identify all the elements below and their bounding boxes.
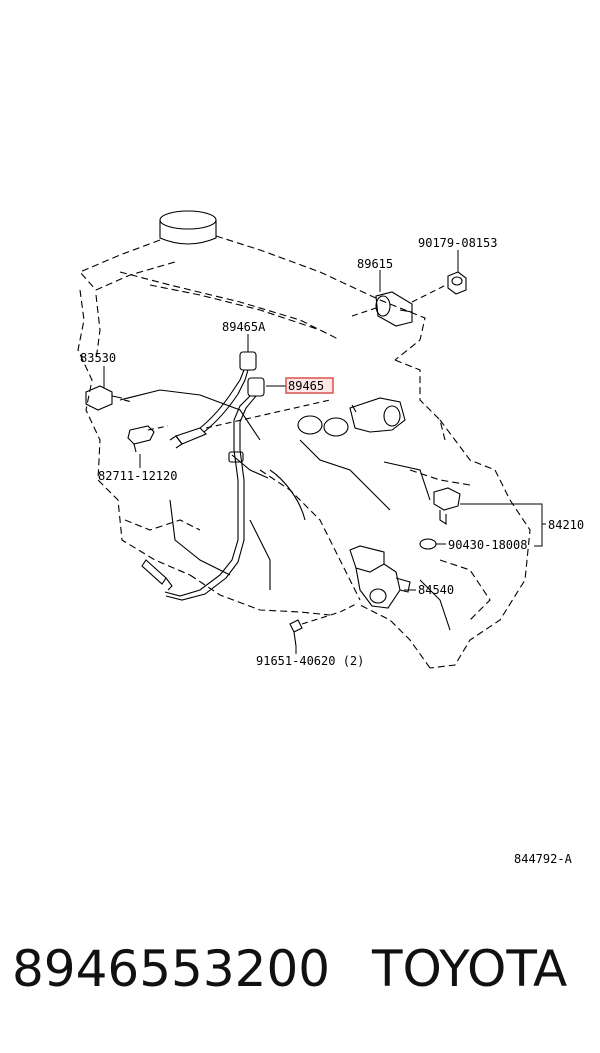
label-91651: 91651-40620 (2)	[256, 654, 364, 668]
label-83530: 83530	[80, 351, 116, 365]
clamp-82711	[127, 425, 155, 453]
leader-90179	[411, 283, 449, 303]
oil-pressure-switch-83530	[85, 385, 123, 411]
brand-name: TOYOTA	[372, 940, 568, 998]
parts-drawings	[85, 271, 467, 647]
label-89465a: 89465A	[222, 320, 266, 334]
leader-89615	[351, 307, 377, 317]
switch-84210	[433, 487, 461, 526]
callout-leaders	[103, 250, 546, 654]
label-82711: 82711-12120	[98, 469, 177, 483]
label-90430: 90430-18008	[448, 538, 527, 552]
leader-83530	[123, 399, 133, 403]
nut-90179	[447, 271, 467, 295]
engine-outline	[77, 210, 531, 669]
sensor-84540	[349, 545, 411, 609]
knock-sensor-89615	[375, 291, 413, 327]
leader-91651	[301, 603, 357, 625]
label-89465: 89465	[288, 379, 324, 393]
oxygen-sensor-89465	[141, 377, 265, 601]
gasket-90430	[419, 538, 437, 550]
leader-82711	[147, 399, 331, 431]
highlight-box	[285, 377, 334, 394]
label-84540: 84540	[418, 583, 454, 597]
label-84210: 84210	[548, 518, 584, 532]
figure-code: 844792-A	[514, 852, 573, 866]
bolt-91651	[289, 619, 303, 647]
oxygen-sensor-89465a	[169, 351, 257, 449]
label-89615: 89615	[357, 257, 393, 271]
part-number: 8946553200	[12, 940, 331, 998]
label-90179: 90179-08153	[418, 236, 497, 250]
